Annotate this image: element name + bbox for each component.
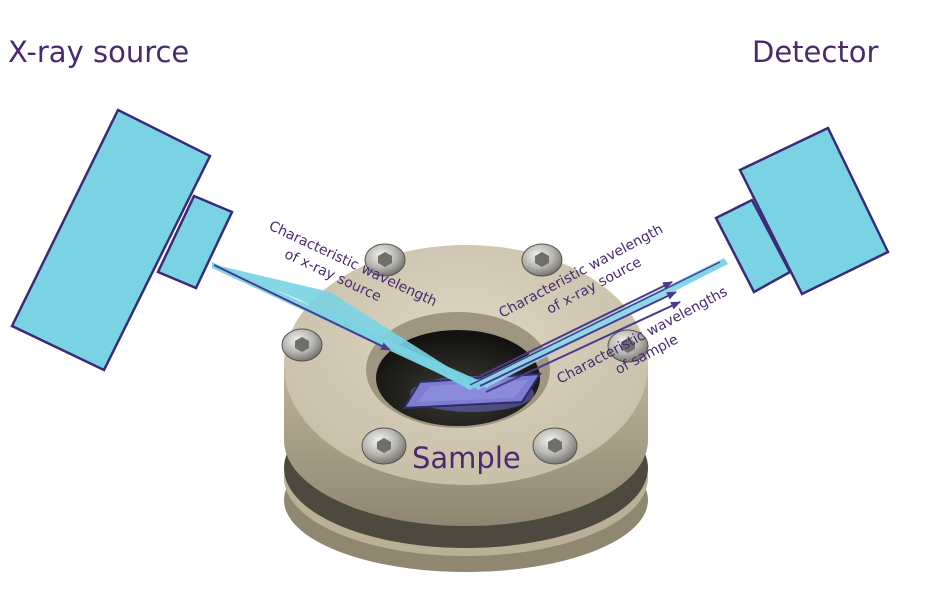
bolt-top-left: [364, 243, 406, 277]
bolts: [281, 243, 649, 465]
xray-source-device: [10, 108, 234, 372]
emission-arrow-1: [475, 281, 673, 379]
diffracted-beam-arrow: [469, 261, 721, 386]
detector-device: [714, 126, 890, 296]
xray-source-label: X-ray source: [8, 35, 189, 69]
bolt-bottom-right: [532, 427, 578, 465]
emission-arrow-2: [479, 291, 677, 387]
bolt-right: [607, 329, 649, 363]
incident-beam: [212, 262, 478, 390]
emission-arrow-3: [485, 301, 681, 393]
detector-label: Detector: [752, 35, 878, 69]
bolt-top-right: [521, 243, 563, 277]
bolt-left: [281, 328, 323, 362]
detector-body: [738, 126, 890, 296]
sample-emission: [475, 281, 681, 393]
sample-label: Sample: [412, 441, 521, 475]
incident-beam-arrow: [213, 264, 391, 351]
bolt-bottom-left: [361, 427, 407, 465]
xray-source-nozzle: [156, 194, 234, 290]
xray-source-body: [10, 108, 212, 372]
